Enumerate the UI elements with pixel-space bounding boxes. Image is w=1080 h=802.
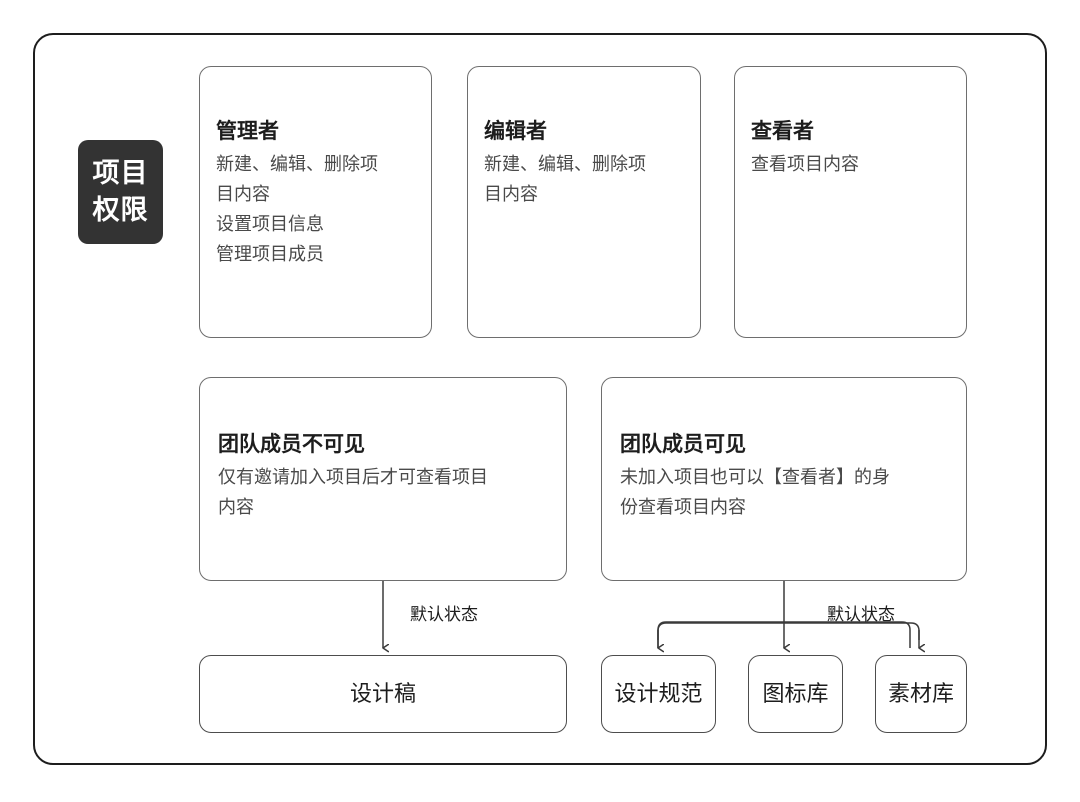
leaf-box-icon-library-label: 图标库 [762,681,829,706]
leaf-box-asset-library[interactable]: 素材库 [875,655,967,733]
visibility-card-invisible-title: 团队成员不可见 [218,433,365,456]
visibility-card-visible[interactable]: 团队成员可见 未加入项目也可以【查看者】的身 份查看项目内容 [601,377,967,581]
role-card-editor[interactable]: 编辑者 新建、编辑、删除项 目内容 [467,66,701,338]
visibility-card-visible-title: 团队成员可见 [620,433,746,456]
visibility-card-invisible[interactable]: 团队成员不可见 仅有邀请加入项目后才可查看项目 内容 [199,377,567,581]
role-card-viewer[interactable]: 查看者 查看项目内容 [734,66,967,338]
leaf-box-asset-library-label: 素材库 [887,681,954,706]
role-card-viewer-title: 查看者 [751,120,814,143]
leaf-box-draft-label: 设计稿 [349,681,416,706]
role-card-viewer-desc: 查看项目内容 [751,154,859,174]
edge-label-default-state-right: 默认状态 [827,605,895,624]
role-card-admin[interactable]: 管理者 新建、编辑、删除项 目内容 设置项目信息 管理项目成员 [199,66,432,338]
leaf-box-design-spec[interactable]: 设计规范 [601,655,716,733]
role-card-editor-desc: 新建、编辑、删除项 目内容 [484,154,646,204]
visibility-card-invisible-desc: 仅有邀请加入项目后才可查看项目 内容 [218,467,488,517]
badge-line-1: 项目 [92,158,149,188]
leaf-box-design-spec-label: 设计规范 [614,681,703,706]
diagram-outer-frame [33,33,1047,765]
edge-label-default-state-left: 默认状态 [410,605,478,624]
role-card-admin-desc: 新建、编辑、删除项 目内容 设置项目信息 管理项目成员 [216,154,378,264]
role-card-editor-title: 编辑者 [484,120,547,143]
leaf-box-icon-library[interactable]: 图标库 [748,655,843,733]
visibility-card-visible-desc: 未加入项目也可以【查看者】的身 份查看项目内容 [620,467,890,517]
badge-line-2: 权限 [92,195,149,225]
role-card-admin-title: 管理者 [216,120,279,143]
leaf-box-draft[interactable]: 设计稿 [199,655,567,733]
project-permission-badge: 项目 权限 [78,140,163,244]
